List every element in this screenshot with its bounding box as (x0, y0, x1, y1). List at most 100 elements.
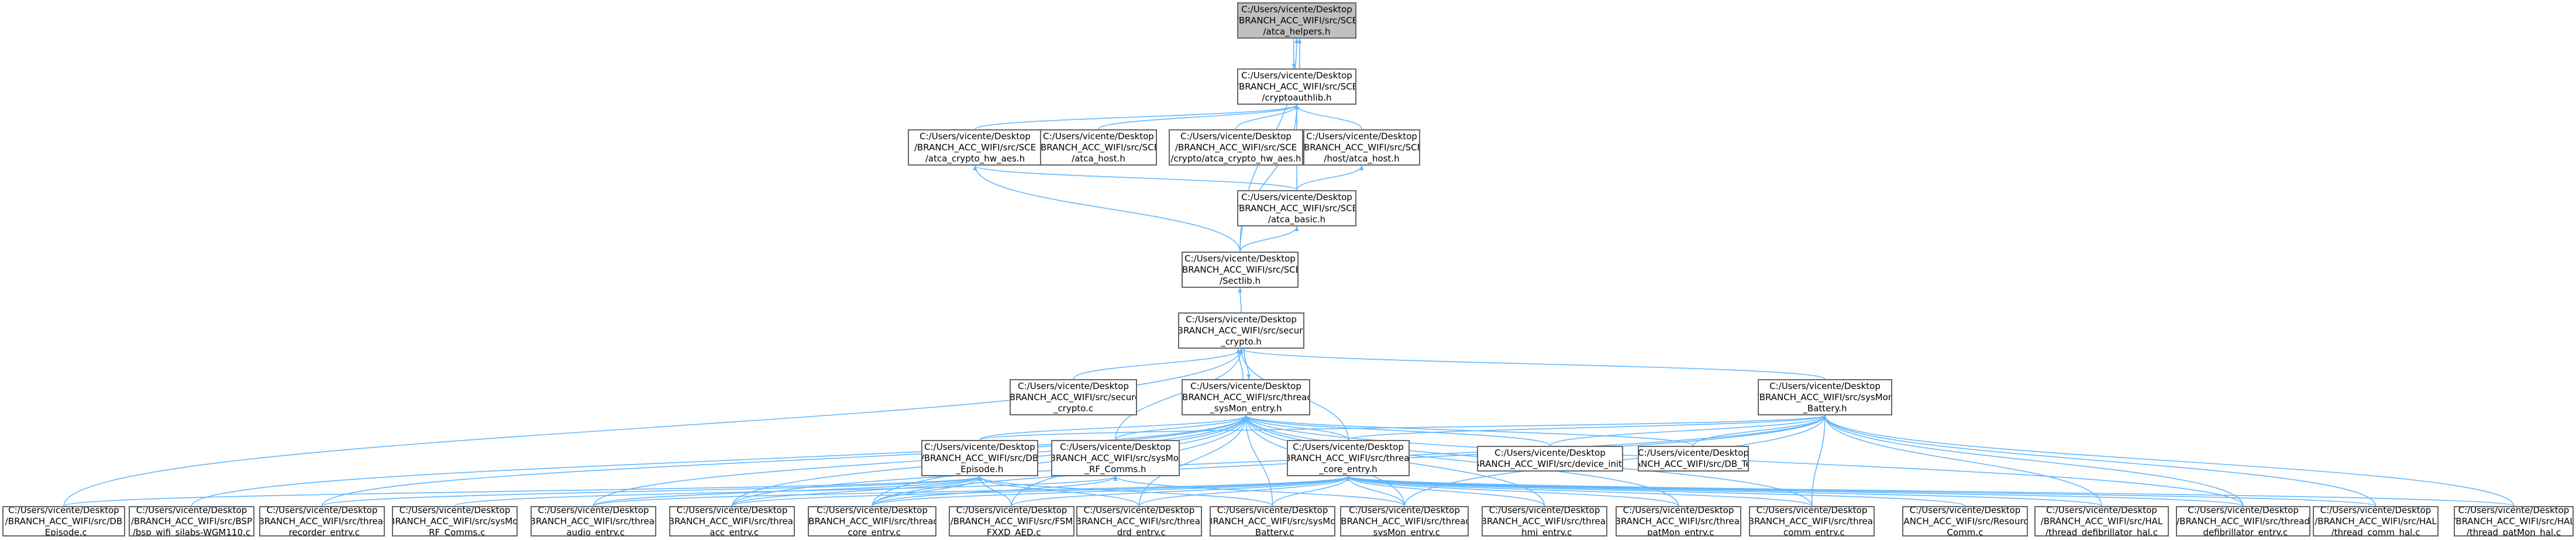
edge-n19-to-n12 (321, 476, 982, 507)
edge-n25-to-n14 (1138, 476, 1351, 507)
graph-node-atca-host-h[interactable]: C:/Users/vicente/Desktop /BRANCH_ACC_WIF… (1040, 129, 1157, 166)
node-label: C:/Users/vicente/Desktop /BRANCH_ACC_WIF… (1182, 380, 1310, 414)
graph-node-fsm-fxxd-aed-c[interactable]: C:/Users/vicente/Desktop /BRANCH_ACC_WIF… (949, 506, 1075, 536)
graph-node-thread-recorder-entry-c[interactable]: C:/Users/vicente/Desktop /BRANCH_ACC_WIF… (259, 506, 385, 536)
node-label: C:/Users/vicente/Desktop /BRANCH_ACC_WIF… (1616, 506, 1741, 536)
node-label: C:/Users/vicente/Desktop /BRANCH_ACC_WIF… (5, 506, 123, 536)
edge-n13-to-n8 (1115, 348, 1244, 441)
node-label: C:/Users/vicente/Desktop /BRANCH_ACC_WIF… (669, 506, 795, 536)
edge-n24-to-n14 (1011, 476, 1351, 507)
edge-n7-to-n6 (1239, 226, 1299, 252)
graph-node-thread-hmi-entry-c[interactable]: C:/Users/vicente/Desktop /BRANCH_ACC_WIF… (1482, 506, 1607, 536)
edge-n2-to-n1 (974, 104, 1299, 130)
graph-node-resources-comm-c[interactable]: C:/Users/vicente/Desktop /BRANCH_ACC_WIF… (1902, 506, 2028, 536)
graph-node-thread-core-entry-h[interactable]: C:/Users/vicente/Desktop /BRANCH_ACC_WIF… (1287, 440, 1410, 476)
node-label: C:/Users/vicente/Desktop /BRANCH_ACC_WIF… (1237, 4, 1356, 37)
edge-n19-to-n10 (321, 415, 1248, 507)
node-label: C:/Users/vicente/Desktop /BRANCH_ACC_WIF… (808, 506, 936, 536)
graph-node-atca-basic-h[interactable]: C:/Users/vicente/Desktop /BRANCH_ACC_WIF… (1237, 190, 1356, 226)
graph-node-thread-sysmon-entry-h[interactable]: C:/Users/vicente/Desktop /BRANCH_ACC_WIF… (1182, 379, 1310, 415)
graph-node-sysmon-battery-c[interactable]: C:/Users/vicente/Desktop /BRANCH_ACC_WIF… (1210, 506, 1335, 536)
graph-node-sysmon-rf-comms-h[interactable]: C:/Users/vicente/Desktop /BRANCH_ACC_WIF… (1051, 440, 1180, 476)
graph-node-device-init-c[interactable]: C:/Users/vicente/Desktop /BRANCH_ACC_WIF… (1477, 446, 1623, 472)
node-label: C:/Users/vicente/Desktop /BRANCH_ACC_WIF… (1210, 506, 1335, 536)
node-label: C:/Users/vicente/Desktop /BRANCH_ACC_WIF… (1040, 130, 1157, 164)
graph-node-thread-defibrillator-entry-c[interactable]: C:/Users/vicente/Desktop /BRANCH_ACC_WIF… (2176, 506, 2310, 536)
node-label: C:/Users/vicente/Desktop /BRANCH_ACC_WIF… (921, 441, 1038, 474)
node-label: C:/Users/vicente/Desktop /BRANCH_ACC_WIF… (1051, 441, 1180, 474)
node-label: C:/Users/vicente/Desktop /BRANCH_ACC_WIF… (1758, 380, 1892, 414)
edge-n22-to-n14 (731, 476, 1351, 507)
graph-node-sysmon-rf-comms-c[interactable]: C:/Users/vicente/Desktop /BRANCH_ACC_WIF… (392, 506, 518, 536)
graph-node-thread-core-entry-c[interactable]: C:/Users/vicente/Desktop /BRANCH_ACC_WIF… (808, 506, 936, 536)
node-label: C:/Users/vicente/Desktop /BRANCH_ACC_WIF… (2315, 506, 2437, 536)
edge-n12-to-n10 (979, 415, 1248, 441)
graph-node-host-atca-host-h[interactable]: C:/Users/vicente/Desktop /BRANCH_ACC_WIF… (1303, 129, 1420, 166)
edge-n35-to-n11 (1823, 415, 2515, 507)
graph-node-secure-crypto-c[interactable]: C:/Users/vicente/Desktop /BRANCH_ACC_WIF… (1010, 379, 1137, 415)
node-label: C:/Users/vicente/Desktop /BRANCH_ACC_WIF… (259, 506, 385, 536)
edge-n17-to-n12 (63, 476, 982, 507)
edge-n32-to-n11 (1823, 415, 2102, 507)
node-label: C:/Users/vicente/Desktop /BRANCH_ACC_WIF… (914, 130, 1036, 164)
edge-n15-to-n11 (1549, 415, 1827, 446)
graph-node-db-episode-h[interactable]: C:/Users/vicente/Desktop /BRANCH_ACC_WIF… (921, 440, 1038, 476)
edge-n23-to-n14 (872, 476, 1351, 507)
edge-n11-to-n8 (1239, 348, 1826, 380)
node-label: C:/Users/vicente/Desktop /BRANCH_ACC_WIF… (2176, 506, 2310, 536)
graph-node-atca-crypto-hw-aes-h[interactable]: C:/Users/vicente/Desktop /BRANCH_ACC_WIF… (908, 129, 1042, 166)
graph-node-hal-thread-patmon-hal-c[interactable]: C:/Users/vicente/Desktop /BRANCH_ACC_WIF… (2454, 506, 2574, 536)
node-label: C:/Users/vicente/Desktop /BRANCH_ACC_WIF… (1477, 448, 1623, 469)
edge-n18-to-n10 (191, 415, 1248, 507)
graph-node-crypto-atca-crypto-hw-aes-h[interactable]: C:/Users/vicente/Desktop /BRANCH_ACC_WIF… (1169, 129, 1303, 166)
node-label: C:/Users/vicente/Desktop /BRANCH_ACC_WIF… (2040, 506, 2163, 536)
graph-node-thread-acc-entry-c[interactable]: C:/Users/vicente/Desktop /BRANCH_ACC_WIF… (669, 506, 795, 536)
edge-n10-to-n8 (1236, 348, 1244, 380)
graph-node-thread-patmon-entry-c[interactable]: C:/Users/vicente/Desktop /BRANCH_ACC_WIF… (1616, 506, 1741, 536)
edge-n9-to-n8 (1073, 348, 1244, 380)
edge-n28-to-n14 (1346, 476, 1545, 507)
graph-node-thread-audio-entry-c[interactable]: C:/Users/vicente/Desktop /BRANCH_ACC_WIF… (531, 506, 656, 536)
node-label: C:/Users/vicente/Desktop /BRANCH_ACC_WIF… (1340, 506, 1469, 536)
edge-n8-to-n7 (1238, 287, 1242, 313)
node-label: C:/Users/vicente/Desktop /BRANCH_ACC_WIF… (130, 506, 253, 536)
graph-node-secure-crypto-h[interactable]: C:/Users/vicente/Desktop /BRANCH_ACC_WIF… (1178, 312, 1304, 349)
graph-node-sectlib-h[interactable]: C:/Users/vicente/Desktop /BRANCH_ACC_WIF… (1182, 252, 1299, 288)
graph-node-thread-drd-entry-c[interactable]: C:/Users/vicente/Desktop /BRANCH_ACC_WIF… (1076, 506, 1202, 536)
edge-n14-to-n11 (1348, 415, 1827, 441)
node-label: C:/Users/vicente/Desktop /BRANCH_ACC_WIF… (1237, 70, 1356, 103)
node-label: C:/Users/vicente/Desktop /BRANCH_ACC_WIF… (1170, 130, 1301, 164)
graph-node-root-atca-helpers-h[interactable]: C:/Users/vicente/Desktop /BRANCH_ACC_WIF… (1237, 2, 1356, 39)
edge-n3-to-n1 (1098, 104, 1299, 130)
graph-node-bsp-wifi-silabs-c[interactable]: C:/Users/vicente/Desktop /BRANCH_ACC_WIF… (129, 506, 254, 536)
edge-n13-to-n10 (1115, 415, 1248, 441)
edge-n26-to-n12 (977, 476, 1273, 507)
edge-n7-to-n1 (1239, 104, 1299, 252)
edge-n15-to-n10 (1244, 415, 1551, 446)
edge-n6-to-n2 (973, 165, 1297, 191)
node-label: C:/Users/vicente/Desktop /BRANCH_ACC_WIF… (1482, 506, 1607, 536)
edge-n31-to-n14 (1346, 476, 1966, 507)
node-label: C:/Users/vicente/Desktop /BRANCH_ACC_WIF… (1638, 448, 1749, 469)
graph-node-thread-comm-entry-c[interactable]: C:/Users/vicente/Desktop /BRANCH_ACC_WIF… (1749, 506, 1875, 536)
edge-n30-to-n14 (1346, 476, 1813, 507)
node-label: C:/Users/vicente/Desktop /BRANCH_ACC_WIF… (1749, 506, 1875, 536)
edge-n26-to-n14 (1272, 476, 1351, 507)
graph-node-db-episode-c[interactable]: C:/Users/vicente/Desktop /BRANCH_ACC_WIF… (2, 506, 125, 536)
graph-node-hal-thread-comm-hal-c[interactable]: C:/Users/vicente/Desktop /BRANCH_ACC_WIF… (2313, 506, 2439, 536)
edge-n22-to-n12 (731, 476, 982, 507)
edge-n7-to-n2 (973, 165, 1241, 252)
edge-n32-to-n14 (1346, 476, 2102, 507)
graph-node-db-test-c[interactable]: C:/Users/vicente/Desktop /BRANCH_ACC_WIF… (1638, 446, 1749, 472)
edge-n20-to-n13 (454, 476, 1118, 507)
graph-node-sysmon-battery-h[interactable]: C:/Users/vicente/Desktop /BRANCH_ACC_WIF… (1758, 379, 1892, 415)
graph-node-hal-thread-defibrillator-hal-c[interactable]: C:/Users/vicente/Desktop /BRANCH_ACC_WIF… (2034, 506, 2169, 536)
edge-n5-to-n1 (1294, 104, 1362, 130)
node-label: C:/Users/vicente/Desktop /BRANCH_ACC_WIF… (950, 506, 1073, 536)
edge-n12-to-n11 (979, 415, 1827, 441)
edge-n6-to-n5 (1296, 165, 1364, 191)
graph-node-cryptoauthlib-h[interactable]: C:/Users/vicente/Desktop /BRANCH_ACC_WIF… (1237, 68, 1356, 105)
graph-node-thread-sysmon-entry-c[interactable]: C:/Users/vicente/Desktop /BRANCH_ACC_WIF… (1340, 506, 1469, 536)
